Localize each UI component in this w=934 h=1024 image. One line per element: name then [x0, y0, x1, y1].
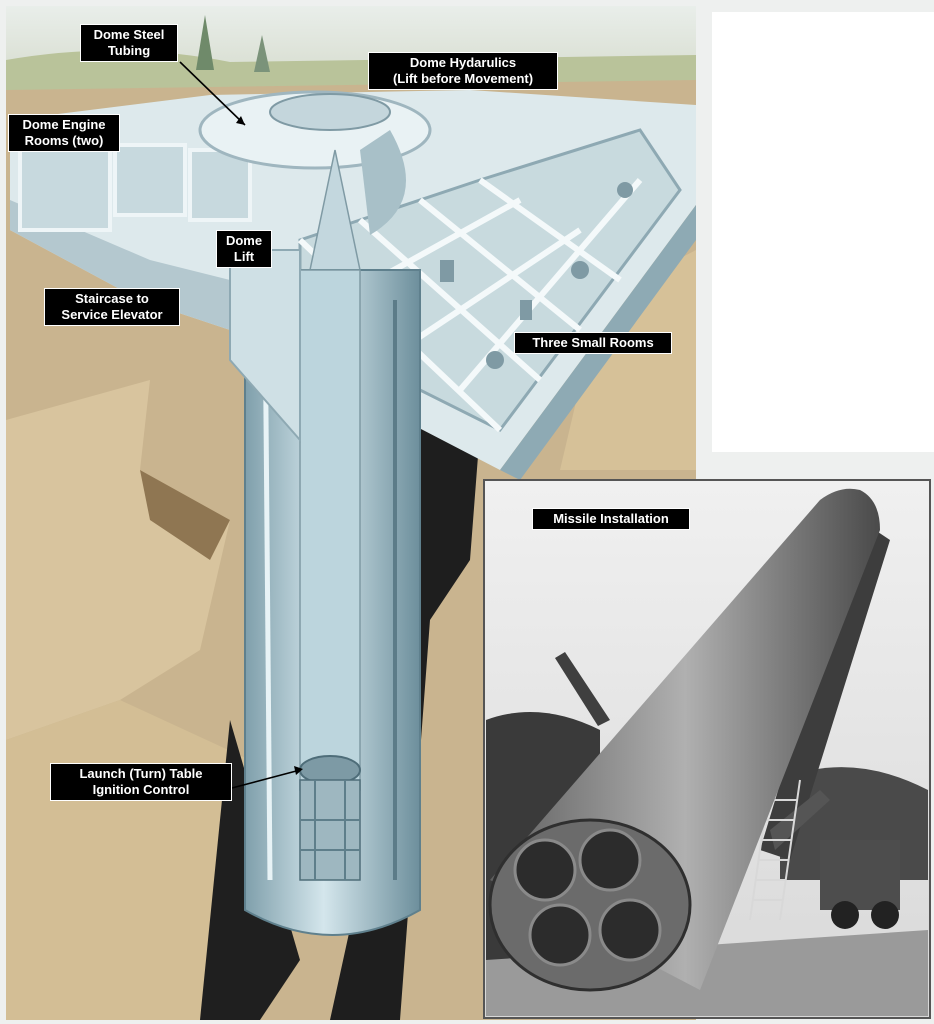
label-missile-installation: Missile Installation [532, 508, 690, 530]
label-dome-steel-tubing: Dome Steel Tubing [80, 24, 178, 62]
label-launch-table: Launch (Turn) Table Ignition Control [50, 763, 232, 801]
label-dome-engine-rooms: Dome Engine Rooms (two) [8, 114, 120, 152]
launch-table [299, 755, 361, 881]
tree-icon [196, 15, 214, 70]
label-three-small-rooms: Three Small Rooms [514, 332, 672, 354]
label-dome-hydraulics: Dome Hydarulics (Lift before Movement) [368, 52, 558, 90]
white-panel [712, 12, 934, 452]
label-staircase: Staircase to Service Elevator [44, 288, 180, 326]
label-dome-lift: Dome Lift [216, 230, 272, 268]
tree-icon [254, 35, 270, 72]
rocket-nozzles [513, 828, 662, 967]
missile-photo [483, 479, 931, 1019]
